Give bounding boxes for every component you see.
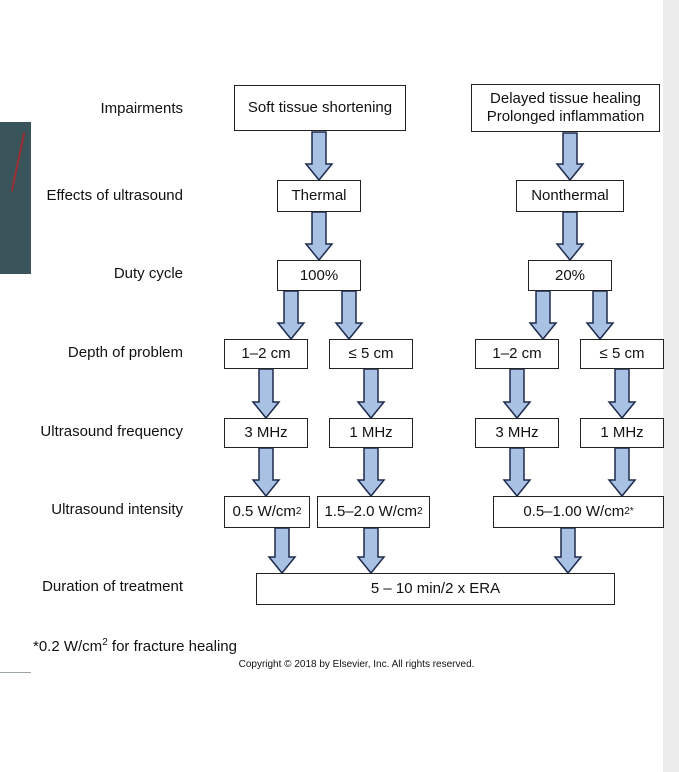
box-depth-5cm-a: ≤ 5 cm	[329, 339, 413, 369]
label-frequency: Ultrasound frequency	[40, 423, 183, 440]
impair-right-line1: Delayed tissue healing	[490, 90, 641, 107]
footnote-prefix: *0.2 W/cm	[33, 638, 103, 655]
box-freq-3mhz-a: 3 MHz	[224, 418, 308, 448]
box-freq-1mhz-a: 1 MHz	[329, 418, 413, 448]
int-1-text: 0.5 W/cm	[232, 503, 296, 520]
box-nonthermal: Nonthermal	[516, 180, 624, 212]
impair-right-line2: Prolonged inflammation	[486, 108, 645, 125]
footnote: *0.2 W/cm2 for fracture healing	[33, 637, 237, 656]
background-slide-divider	[0, 672, 31, 673]
background-slide-fragment	[0, 122, 31, 274]
box-depth-5cm-b: ≤ 5 cm	[580, 339, 664, 369]
arrow-int3-duration	[553, 527, 583, 575]
arrow-freq1-int	[251, 447, 281, 498]
arrow-depth2-freq	[356, 368, 386, 420]
arrow-duty100-depth1	[276, 290, 306, 341]
footnote-suffix: for fracture healing	[107, 638, 237, 655]
arrow-duty20-depth4	[585, 290, 615, 341]
box-freq-1mhz-b: 1 MHz	[580, 418, 664, 448]
arrow-duty100-depth2	[334, 290, 364, 341]
arrow-depth3-freq	[502, 368, 532, 420]
box-duty-20: 20%	[528, 260, 612, 291]
int-2-text: 1.5–2.0 W/cm	[324, 503, 417, 520]
label-effects: Effects of ultrasound	[46, 187, 183, 204]
arrow-freq4-int	[607, 447, 637, 498]
box-depth-1-2cm-b: 1–2 cm	[475, 339, 559, 369]
label-intensity: Ultrasound intensity	[51, 501, 183, 518]
box-depth-1-2cm-a: 1–2 cm	[224, 339, 308, 369]
arrow-freq3-int	[502, 447, 532, 498]
box-duration: 5 – 10 min/2 x ERA	[256, 573, 615, 605]
label-impairments: Impairments	[100, 100, 183, 117]
right-edge-strip	[663, 0, 679, 772]
arrow-depth4-freq	[607, 368, 637, 420]
arrow-int1-duration	[267, 527, 297, 575]
arrow-depth1-freq	[251, 368, 281, 420]
label-depth: Depth of problem	[67, 344, 183, 361]
arrow-impair-thermal	[304, 131, 334, 182]
box-delayed-healing: Delayed tissue healing Prolonged inflamm…	[471, 84, 660, 132]
arrow-duty20-depth3	[528, 290, 558, 341]
copyright: Copyright © 2018 by Elsevier, Inc. All r…	[238, 659, 475, 670]
footnote-sup: 2	[102, 637, 108, 648]
box-duty-100: 100%	[277, 260, 361, 291]
box-thermal: Thermal	[277, 180, 361, 212]
box-freq-3mhz-b: 3 MHz	[475, 418, 559, 448]
label-duration: Duration of treatment	[42, 578, 183, 595]
arrow-nonthermal-duty	[555, 211, 585, 262]
arrow-impair-nonthermal	[555, 132, 585, 182]
arrow-int2-duration	[356, 527, 386, 575]
arrow-thermal-duty	[304, 211, 334, 262]
arrow-freq2-int	[356, 447, 386, 498]
box-soft-tissue-shortening: Soft tissue shortening	[234, 85, 406, 131]
label-duty-cycle: Duty cycle	[113, 265, 183, 282]
int-3-text: 0.5–1.00 W/cm	[523, 503, 625, 520]
